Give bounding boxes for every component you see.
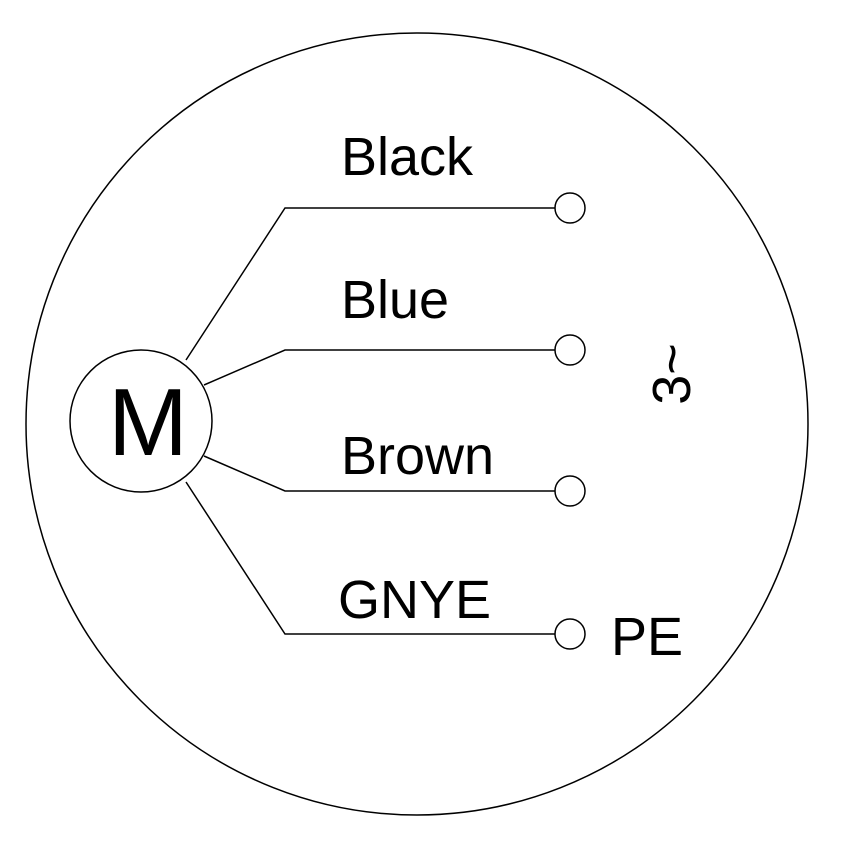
motor-circle <box>69 349 213 493</box>
terminal-blue <box>554 334 586 366</box>
wire-label-black: Black <box>341 127 474 187</box>
earth-label: PE <box>611 607 683 667</box>
wire-label-blue: Blue <box>341 270 449 330</box>
wire-black <box>185 207 555 361</box>
wire-gnye <box>185 481 555 635</box>
wire-brown <box>203 455 555 492</box>
terminal-black <box>554 192 586 224</box>
supply-label: 3~ <box>642 343 702 405</box>
terminal-pe <box>554 618 586 650</box>
wire-label-brown: Brown <box>341 426 494 486</box>
housing-outline <box>25 32 809 816</box>
wire-label-gnye: GNYE <box>338 570 491 630</box>
wire-blue <box>203 349 555 386</box>
motor-symbol: M <box>108 369 188 476</box>
terminal-brown <box>554 475 586 507</box>
